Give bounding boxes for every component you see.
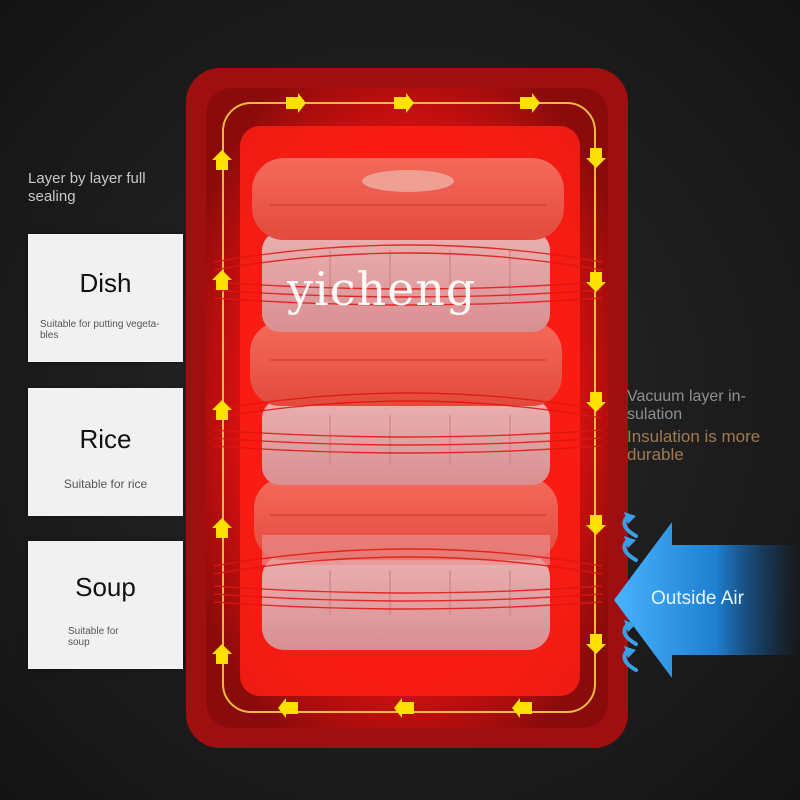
card-dish-name: Dish — [79, 268, 132, 298]
card-soup-desc: Suitable for soup — [68, 626, 119, 648]
lid-vent-button — [362, 170, 454, 192]
card-soup-name: Soup — [75, 572, 136, 602]
card-dish-desc: Suitable for putting vegeta-bles — [40, 319, 160, 341]
outside-air-label: Outside Air — [651, 588, 744, 609]
insulation-text: Insulation is more durable — [627, 427, 761, 464]
container-top — [252, 158, 564, 332]
outside-air-arrow — [614, 522, 800, 678]
container-bottom — [254, 478, 558, 650]
sealing-title: Layer by layer full sealing — [28, 170, 146, 205]
card-soup: Soup Suitable for soup — [28, 541, 183, 669]
card-rice-desc: Suitable for rice — [63, 477, 148, 491]
card-dish: Dish Suitable for putting vegeta-bles — [28, 234, 183, 362]
watermark-text: yicheng — [287, 262, 477, 316]
container-middle — [250, 322, 562, 485]
heat-ripples — [213, 244, 603, 610]
card-rice-name: Rice — [79, 424, 132, 454]
vacuum-text: Vacuum layer in-sulation — [627, 388, 746, 423]
card-rice: Rice Suitable for rice — [28, 388, 183, 516]
arrow-icons — [212, 93, 606, 718]
